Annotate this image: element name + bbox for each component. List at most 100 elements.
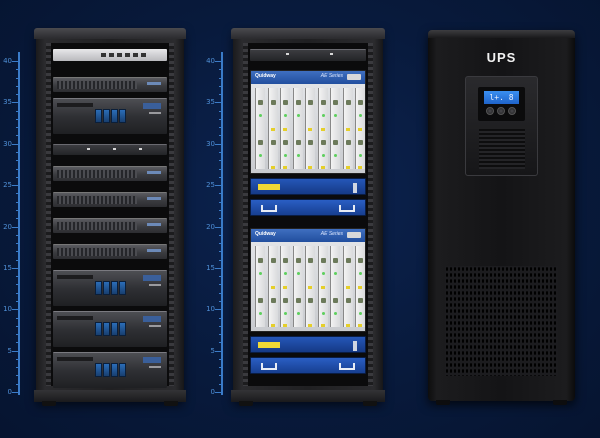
ruler-tick <box>16 118 20 120</box>
port-icon <box>358 128 362 131</box>
connector-icon <box>283 258 288 263</box>
ruler-tick <box>16 160 20 162</box>
ruler-tick <box>16 135 20 137</box>
ups-foot <box>553 400 567 405</box>
ruler-tick <box>219 176 223 178</box>
line-card[interactable] <box>305 88 315 169</box>
cabinet-base <box>34 390 186 402</box>
line-card[interactable] <box>255 246 265 327</box>
connector-icon <box>283 140 288 145</box>
tray-handle[interactable] <box>261 363 277 370</box>
line-card[interactable] <box>317 246 328 327</box>
optical-drive <box>57 275 93 279</box>
line-card[interactable] <box>305 246 315 327</box>
drive-bay <box>103 363 110 377</box>
ruler-tick <box>219 251 223 253</box>
line-card[interactable] <box>355 88 365 169</box>
connector-icon <box>333 100 338 105</box>
rack-server-2u[interactable] <box>53 98 167 134</box>
line-card[interactable] <box>342 88 353 169</box>
connector-icon <box>295 298 301 303</box>
network-switch[interactable] <box>53 49 167 61</box>
ruler-tick <box>219 358 223 360</box>
ruler-tick <box>219 110 223 112</box>
fan-tray[interactable] <box>250 336 366 353</box>
router-chassis[interactable]: Quidway AE Series <box>250 228 366 332</box>
ruler-tick <box>219 193 223 195</box>
server-grill <box>57 248 137 256</box>
cabinet-rail-right <box>368 43 373 386</box>
connector-icon <box>320 298 326 303</box>
ruler-tick <box>16 193 20 195</box>
port-icon <box>283 286 287 289</box>
port-icon <box>308 324 312 327</box>
ruler-tick <box>16 276 20 278</box>
port-icon <box>125 53 130 57</box>
rack-server-1u[interactable] <box>53 192 167 207</box>
line-card[interactable] <box>267 88 278 169</box>
chassis-header: Quidway AE Series <box>251 71 365 84</box>
power-tray[interactable] <box>250 357 366 374</box>
cabinet-base <box>231 390 385 402</box>
status-led <box>259 114 262 117</box>
tray-handle[interactable] <box>261 205 277 212</box>
rack-server-1u[interactable] <box>53 77 167 92</box>
cabinet-rail-left <box>46 43 51 386</box>
ups-button[interactable] <box>486 107 494 115</box>
line-card[interactable] <box>267 246 278 327</box>
ruler-tick <box>215 143 223 145</box>
drive-bay <box>119 322 126 336</box>
line-card[interactable] <box>280 246 290 327</box>
fan-tray[interactable] <box>250 178 366 195</box>
line-card[interactable] <box>292 246 303 327</box>
tray-handle[interactable] <box>339 363 355 370</box>
ruler-label: 30 <box>3 139 12 148</box>
line-card[interactable] <box>292 88 303 169</box>
cabinet-foot <box>239 401 253 406</box>
power-tray[interactable] <box>250 199 366 216</box>
ruler-label: 40 <box>206 57 215 65</box>
line-card[interactable] <box>255 88 265 169</box>
tray-handle[interactable] <box>353 183 357 193</box>
ruler-tick <box>219 243 223 245</box>
rack-server-1u[interactable] <box>53 166 167 181</box>
chassis-badge <box>347 74 361 80</box>
chassis-series: AE Series <box>320 73 343 79</box>
port-icon <box>109 53 114 57</box>
rack-server-1u[interactable] <box>53 244 167 259</box>
ups-foot <box>436 400 450 405</box>
ruler-tick <box>219 325 223 327</box>
ruler-tick <box>16 168 20 170</box>
line-card[interactable] <box>342 246 353 327</box>
port-icon <box>133 53 138 57</box>
port-icon <box>283 166 287 169</box>
line-card[interactable] <box>330 88 340 169</box>
router-rack-cabinet[interactable]: Quidway AE Series Quidway AE Series <box>231 28 385 406</box>
rack-server-1u[interactable] <box>53 144 167 155</box>
server-rack-cabinet[interactable] <box>34 28 186 406</box>
ruler-tick <box>219 127 223 129</box>
rack-server-2u[interactable] <box>53 270 167 306</box>
line-card[interactable] <box>330 246 340 327</box>
line-card[interactable] <box>355 246 365 327</box>
rack-server-1u[interactable] <box>250 49 366 61</box>
vendor-logo <box>149 112 161 114</box>
ruler-tick <box>16 284 20 286</box>
tray-handle[interactable] <box>339 205 355 212</box>
ups-button[interactable] <box>497 107 505 115</box>
rack-server-1u[interactable] <box>53 218 167 233</box>
tray-handle[interactable] <box>353 341 357 351</box>
ups-button[interactable] <box>508 107 516 115</box>
ruler-tick <box>12 267 20 269</box>
rack-server-2u[interactable] <box>53 352 167 388</box>
ruler-tick <box>16 259 20 261</box>
ups-unit[interactable]: UPS l+. 8 <box>428 30 575 405</box>
status-led <box>334 114 337 117</box>
line-card[interactable] <box>280 88 290 169</box>
router-chassis[interactable]: Quidway AE Series <box>250 70 366 174</box>
ruler-tick <box>215 185 223 187</box>
ruler-tick <box>16 218 20 220</box>
rack-server-2u[interactable] <box>53 311 167 347</box>
line-card[interactable] <box>317 88 328 169</box>
server-grill <box>57 170 137 178</box>
